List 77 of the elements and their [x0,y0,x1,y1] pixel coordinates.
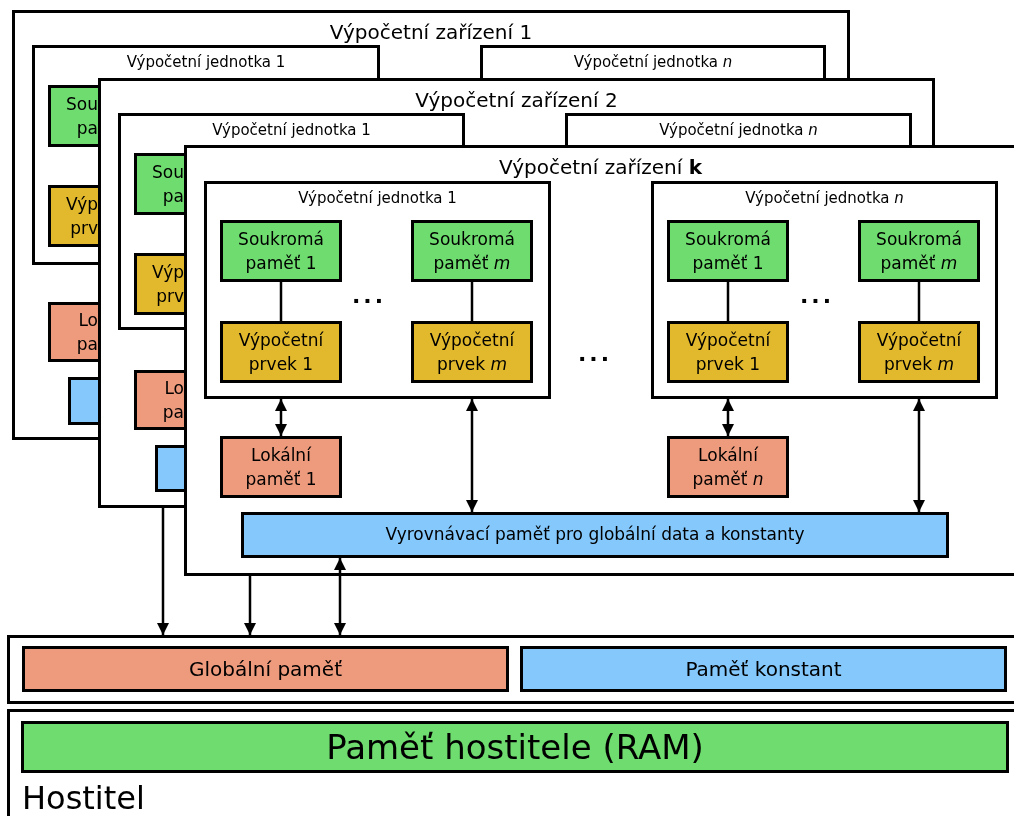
box-label: Lo pa [75,309,98,356]
unit-panel [118,113,465,145]
box-label: Soukromá paměť m [428,228,516,275]
connector-line [726,282,730,321]
cache-box [68,377,98,425]
device-title: Výpočetní zařízení k [498,154,703,181]
memory-box [22,646,509,692]
memory-box [48,85,98,147]
box-label: Výpočetní prvek m [875,329,963,376]
box-label: Sou pa [151,161,184,208]
processor-box [667,321,789,383]
processor-box [858,321,980,383]
memory-panel [7,635,1014,704]
box-label: Sou pa [65,93,98,140]
connector-line [279,282,283,321]
device-title: Výpočetní zařízení 1 [328,19,534,46]
unit-title: Výpočetní jednotka n [744,188,905,209]
unit-panel [204,181,551,399]
connector-line [470,282,474,321]
host-panel [7,709,1014,816]
box-label: Výpočetní prvek 1 [237,329,325,376]
box-label: Soukromá paměť m [875,228,963,275]
box-label: Lokální paměť n [691,444,765,491]
memory-box [667,436,789,498]
cache-box [155,445,184,492]
unit-title: Výpočetní jednotka n [658,120,819,141]
processor-box [48,185,98,247]
host-title: Hostitel [22,778,145,816]
memory-box [667,220,789,282]
ellipsis: ... [578,343,613,365]
memory-box [21,721,1009,773]
unit-panel [565,113,912,145]
cache-box [241,512,949,558]
unit-title: Výpočetní jednotka 1 [297,188,458,209]
arrow [244,576,256,635]
box-label: Lo pa [161,377,184,424]
box-label: Výp prv [64,193,98,240]
unit-panel [480,45,826,78]
memory-box [858,220,980,282]
box-label: Lokální paměť 1 [244,444,318,491]
memory-box [520,646,1007,692]
ellipsis: ... [352,285,387,307]
box-label: Výpočetní prvek 1 [684,329,772,376]
device-panel [12,10,850,78]
box-label: Výp prv [150,261,184,308]
box-label: Globální paměť [189,656,342,683]
device-panel [184,145,1014,576]
device-title: Výpočetní zařízení 2 [414,87,619,114]
device-panel [98,78,935,145]
box-label: Paměť hostitele (RAM) [326,725,704,769]
box-label: Vyrovnávací paměť pro globální data a konstanty [385,523,805,547]
processor-box [134,253,184,315]
memory-box [220,220,342,282]
memory-box [134,370,184,430]
arrow [334,558,346,635]
arrow [157,508,169,635]
arrow [722,399,734,436]
processor-box [220,321,342,383]
arrow [466,399,478,512]
ellipsis: ... [800,285,835,307]
processor-box [411,321,533,383]
memory-box [48,302,98,362]
memory-box [220,436,342,498]
connector-line [917,282,921,321]
unit-panel [32,45,380,78]
box-label: Soukromá paměť 1 [237,228,325,275]
arrow [913,399,925,512]
box-label: Soukromá paměť 1 [684,228,772,275]
unit-title: Výpočetní jednotka n [572,52,734,73]
box-label: Výpočetní prvek m [428,329,516,376]
unit-title: Výpočetní jednotka 1 [211,120,372,141]
box-label: Paměť konstant [685,656,842,683]
memory-box [134,153,184,215]
unit-panel [651,181,998,399]
memory-box [411,220,533,282]
arrow [275,399,287,436]
unit-title: Výpočetní jednotka 1 [125,52,287,73]
